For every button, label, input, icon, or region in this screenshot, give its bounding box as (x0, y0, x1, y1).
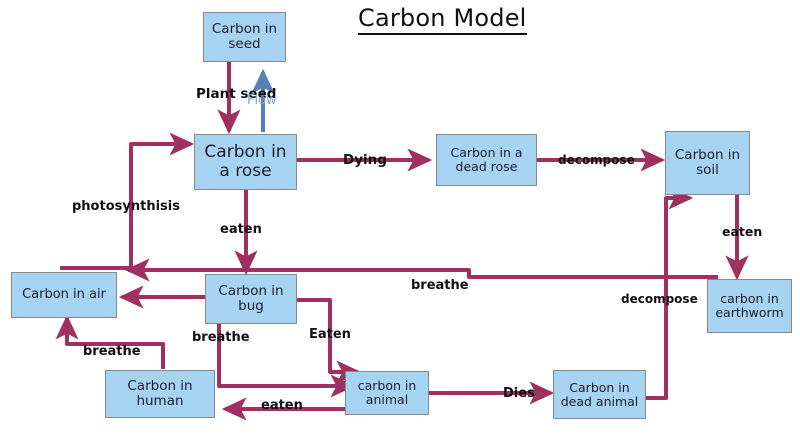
node-label-line2: bug (238, 298, 264, 314)
edge-label-eaten-rose: eaten (220, 222, 262, 237)
edge-label-decompose-rose: decompose (558, 153, 635, 167)
edge-label-eaten-soil: eaten (722, 224, 763, 239)
node-label-line2: dead rose (455, 159, 518, 174)
edge-breathe-right (124, 258, 718, 282)
edge-label-eaten-bug: Eaten (309, 327, 351, 342)
node-label-line1: carbon in (357, 378, 417, 393)
node-label-line2: human (136, 393, 184, 409)
edge-decompose-animal (646, 186, 694, 400)
node-carbon-in-dead-animal[interactable]: Carbon in dead animal (553, 370, 646, 419)
node-carbon-in-bug[interactable]: Carbon in bug (205, 274, 297, 324)
edge-label-breathe-bug: breathe (192, 330, 250, 345)
page-title: Carbon Model (358, 4, 527, 35)
node-carbon-in-a-rose[interactable]: Carbon in a rose (194, 134, 297, 190)
node-label-line1: Carbon in (211, 20, 278, 37)
node-label-line2: soil (696, 162, 719, 178)
edge-label-photosynthisis: photosynthisis (72, 199, 180, 214)
node-label-line1: carbon in (720, 291, 779, 306)
edge-breathe-human (55, 314, 165, 369)
edge-label-dies: Dies (503, 386, 535, 401)
edge-photosynthisis (60, 132, 195, 270)
edge-label-flow: Flow (247, 93, 277, 108)
node-label-line1: Carbon in air (22, 286, 106, 302)
node-label-line2: seed (228, 36, 261, 52)
node-label-line2: a rose (219, 161, 272, 181)
edge-label-breathe-right: breathe (411, 278, 469, 293)
node-carbon-in-animal[interactable]: carbon in animal (345, 371, 429, 415)
node-carbon-in-a-dead-rose[interactable]: Carbon in a dead rose (436, 134, 537, 186)
node-label-line1: Carbon in (204, 141, 287, 162)
edge-breathe-bug (217, 305, 356, 398)
node-label-line2: dead animal (560, 393, 639, 409)
edge-label-breathe-human: breathe (83, 344, 141, 359)
node-carbon-in-human[interactable]: Carbon in human (105, 370, 215, 418)
node-label-line1: Carbon in (218, 282, 284, 299)
node-carbon-in-air[interactable]: Carbon in air (11, 272, 117, 318)
edge-eaten-bug (288, 298, 362, 384)
node-label-line1: Carbon in (569, 379, 630, 395)
node-carbon-in-seed[interactable]: Carbon in seed (203, 12, 286, 62)
node-label-line2: animal (365, 392, 409, 407)
edge-label-decompose-animal: decompose (621, 292, 698, 306)
node-label-line1: Carbon in (674, 146, 741, 163)
node-carbon-in-earthworm[interactable]: carbon in earthworm (707, 279, 792, 333)
node-carbon-in-soil[interactable]: Carbon in soil (665, 131, 750, 195)
edge-label-eaten-human: eaten (261, 398, 303, 413)
edge-label-dying: Dying (343, 152, 387, 168)
node-label-line1: Carbon in a (450, 145, 523, 160)
node-label-line1: Carbon in (127, 377, 193, 394)
node-label-line2: earthworm (715, 305, 784, 320)
edge-label-plant-seed: Plant seed (196, 86, 277, 102)
